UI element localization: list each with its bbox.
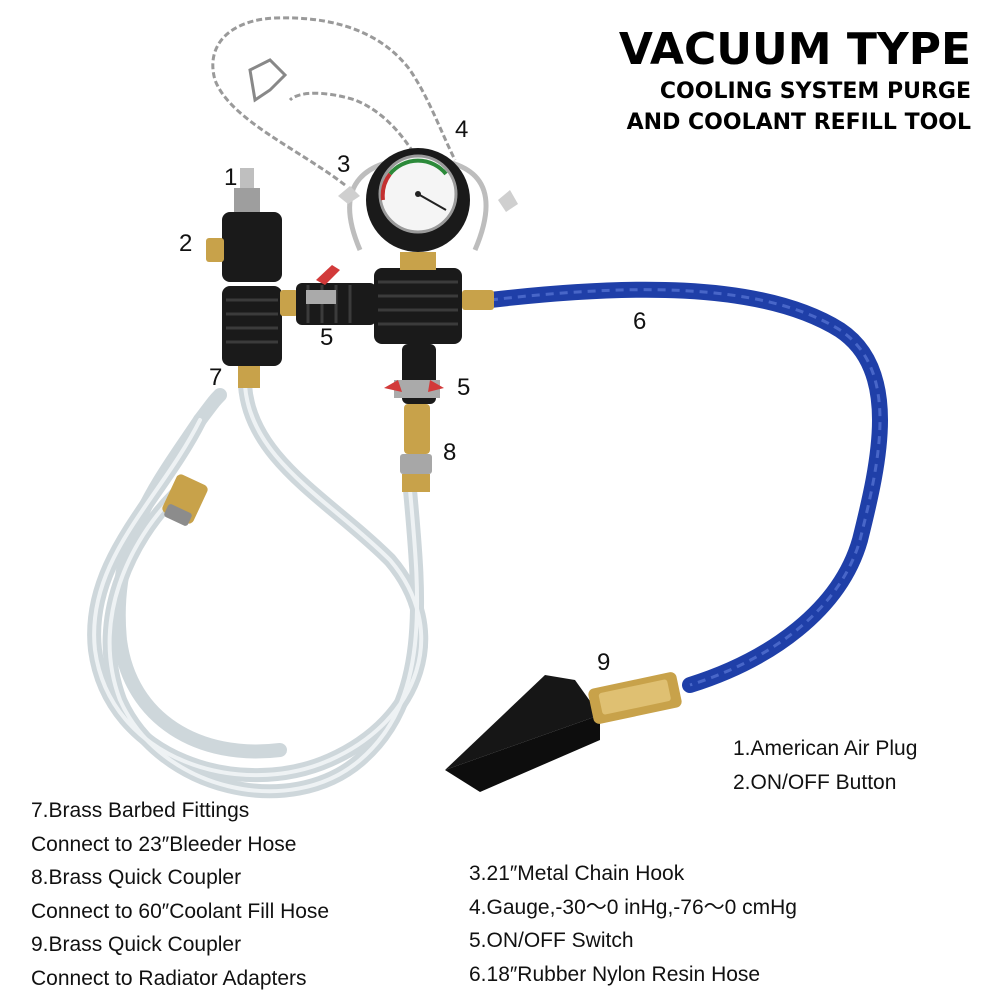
legend-item-rubber-nylon-hose: 6.18″Rubber Nylon Resin Hose: [469, 962, 761, 986]
callout-5-left: 5: [320, 324, 334, 351]
legend-bottom-center: 3.21″Metal Chain Hook 4.Gauge,-30～0 inHg…: [469, 857, 797, 991]
legend-item-bleeder-hose: Connect to 23″Bleeder Hose: [31, 832, 297, 856]
american-air-plug: [234, 168, 260, 214]
vacuum-gauge: [338, 148, 518, 252]
legend-item-american-air-plug: 1.American Air Plug: [733, 737, 918, 760]
callout-4: 4: [455, 116, 469, 143]
callout-3: 3: [337, 151, 351, 178]
title-main: VACUUM TYPE: [618, 24, 971, 75]
callout-2: 2: [179, 230, 193, 257]
legend-item-brass-quick-coupler-9: 9.Brass Quick Coupler: [31, 933, 242, 956]
callout-9: 9: [597, 649, 611, 676]
legend-item-gauge: 4.Gauge,-30～0 inHg,-76～0 cmHg: [469, 895, 797, 919]
product-title: VACUUM TYPE COOLING SYSTEM PURGE AND COO…: [451, 24, 971, 138]
legend-item-on-off-switch: 5.ON/OFF Switch: [469, 929, 634, 952]
callout-1: 1: [224, 164, 238, 191]
title-line-2: AND COOLANT REFILL TOOL: [626, 110, 971, 135]
clear-hoses: [87, 378, 429, 799]
callout-5-center: 5: [457, 374, 471, 401]
left-switch-valve: [296, 265, 376, 325]
metal-chain-hook: [211, 16, 457, 187]
rubber-cone-adapter: [445, 672, 682, 792]
callout-6: 6: [633, 308, 647, 335]
legend-item-radiator-adapters: Connect to Radiator Adapters: [31, 966, 307, 990]
tube-brass-coupler: [162, 474, 208, 526]
legend-bottom-left: 7.Brass Barbed Fittings Connect to 23″Bl…: [31, 794, 329, 995]
legend-top-right: 1.American Air Plug 2.ON/OFF Button: [733, 732, 917, 799]
callout-7: 7: [209, 364, 223, 391]
blue-rubber-hose: [482, 281, 888, 693]
legend-item-brass-quick-coupler-8: 8.Brass Quick Coupler: [31, 866, 242, 889]
central-manifold: [374, 252, 494, 492]
legend-item-on-off-button: 2.ON/OFF Button: [733, 770, 897, 794]
callout-8: 8: [443, 439, 457, 466]
left-valve-block: [206, 212, 298, 388]
title-line-1: COOLING SYSTEM PURGE: [659, 79, 971, 104]
legend-item-coolant-fill-hose: Connect to 60″Coolant Fill Hose: [31, 899, 330, 923]
legend-item-metal-chain-hook: 3.21″Metal Chain Hook: [469, 862, 685, 885]
legend-item-brass-barbed-fittings: 7.Brass Barbed Fittings: [31, 799, 250, 822]
